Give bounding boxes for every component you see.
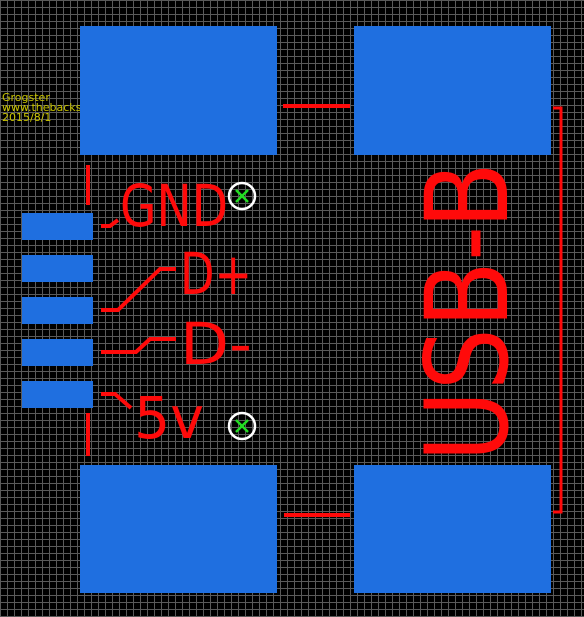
silkscreen-lines	[86, 104, 563, 517]
via-top-ring	[227, 181, 257, 211]
via-top-cross-b	[235, 189, 249, 203]
credit-block: Grogster www.thebackshed.com 2015/8/1	[2, 91, 129, 124]
pin-1	[22, 213, 93, 240]
leader-5v	[101, 392, 133, 410]
mount-pad-bottom-right	[354, 465, 551, 593]
leader-d-plus	[101, 267, 176, 312]
label-gnd: GND	[120, 172, 228, 240]
mount-pad-bottom-left	[80, 465, 277, 593]
via-top	[227, 181, 257, 211]
pin-5	[22, 381, 93, 408]
outline-right-bracket	[553, 106, 563, 514]
mount-pads	[80, 26, 551, 593]
pin-4	[22, 339, 93, 366]
leader-d-minus	[101, 337, 176, 354]
leader-gnd	[101, 218, 120, 228]
credit-author: Grogster	[2, 91, 50, 104]
via-bottom-ring	[227, 411, 257, 441]
signal-pads	[22, 213, 93, 408]
label-5v: 5v	[134, 384, 204, 452]
pin-2	[22, 255, 93, 282]
credit-date: 2015/8/1	[2, 111, 51, 124]
vias	[227, 181, 257, 441]
mount-pad-top-left	[80, 26, 277, 155]
silkscreen-labels: GND D+ D- 5v USB-B	[120, 162, 534, 462]
mount-pad-top-right	[354, 26, 551, 155]
pin-3	[22, 297, 93, 324]
label-d-minus: D-	[180, 310, 252, 378]
via-bottom	[227, 411, 257, 441]
label-connector: USB-B	[401, 162, 534, 462]
label-d-plus: D+	[180, 240, 252, 308]
via-bottom-cross-b	[235, 419, 249, 433]
